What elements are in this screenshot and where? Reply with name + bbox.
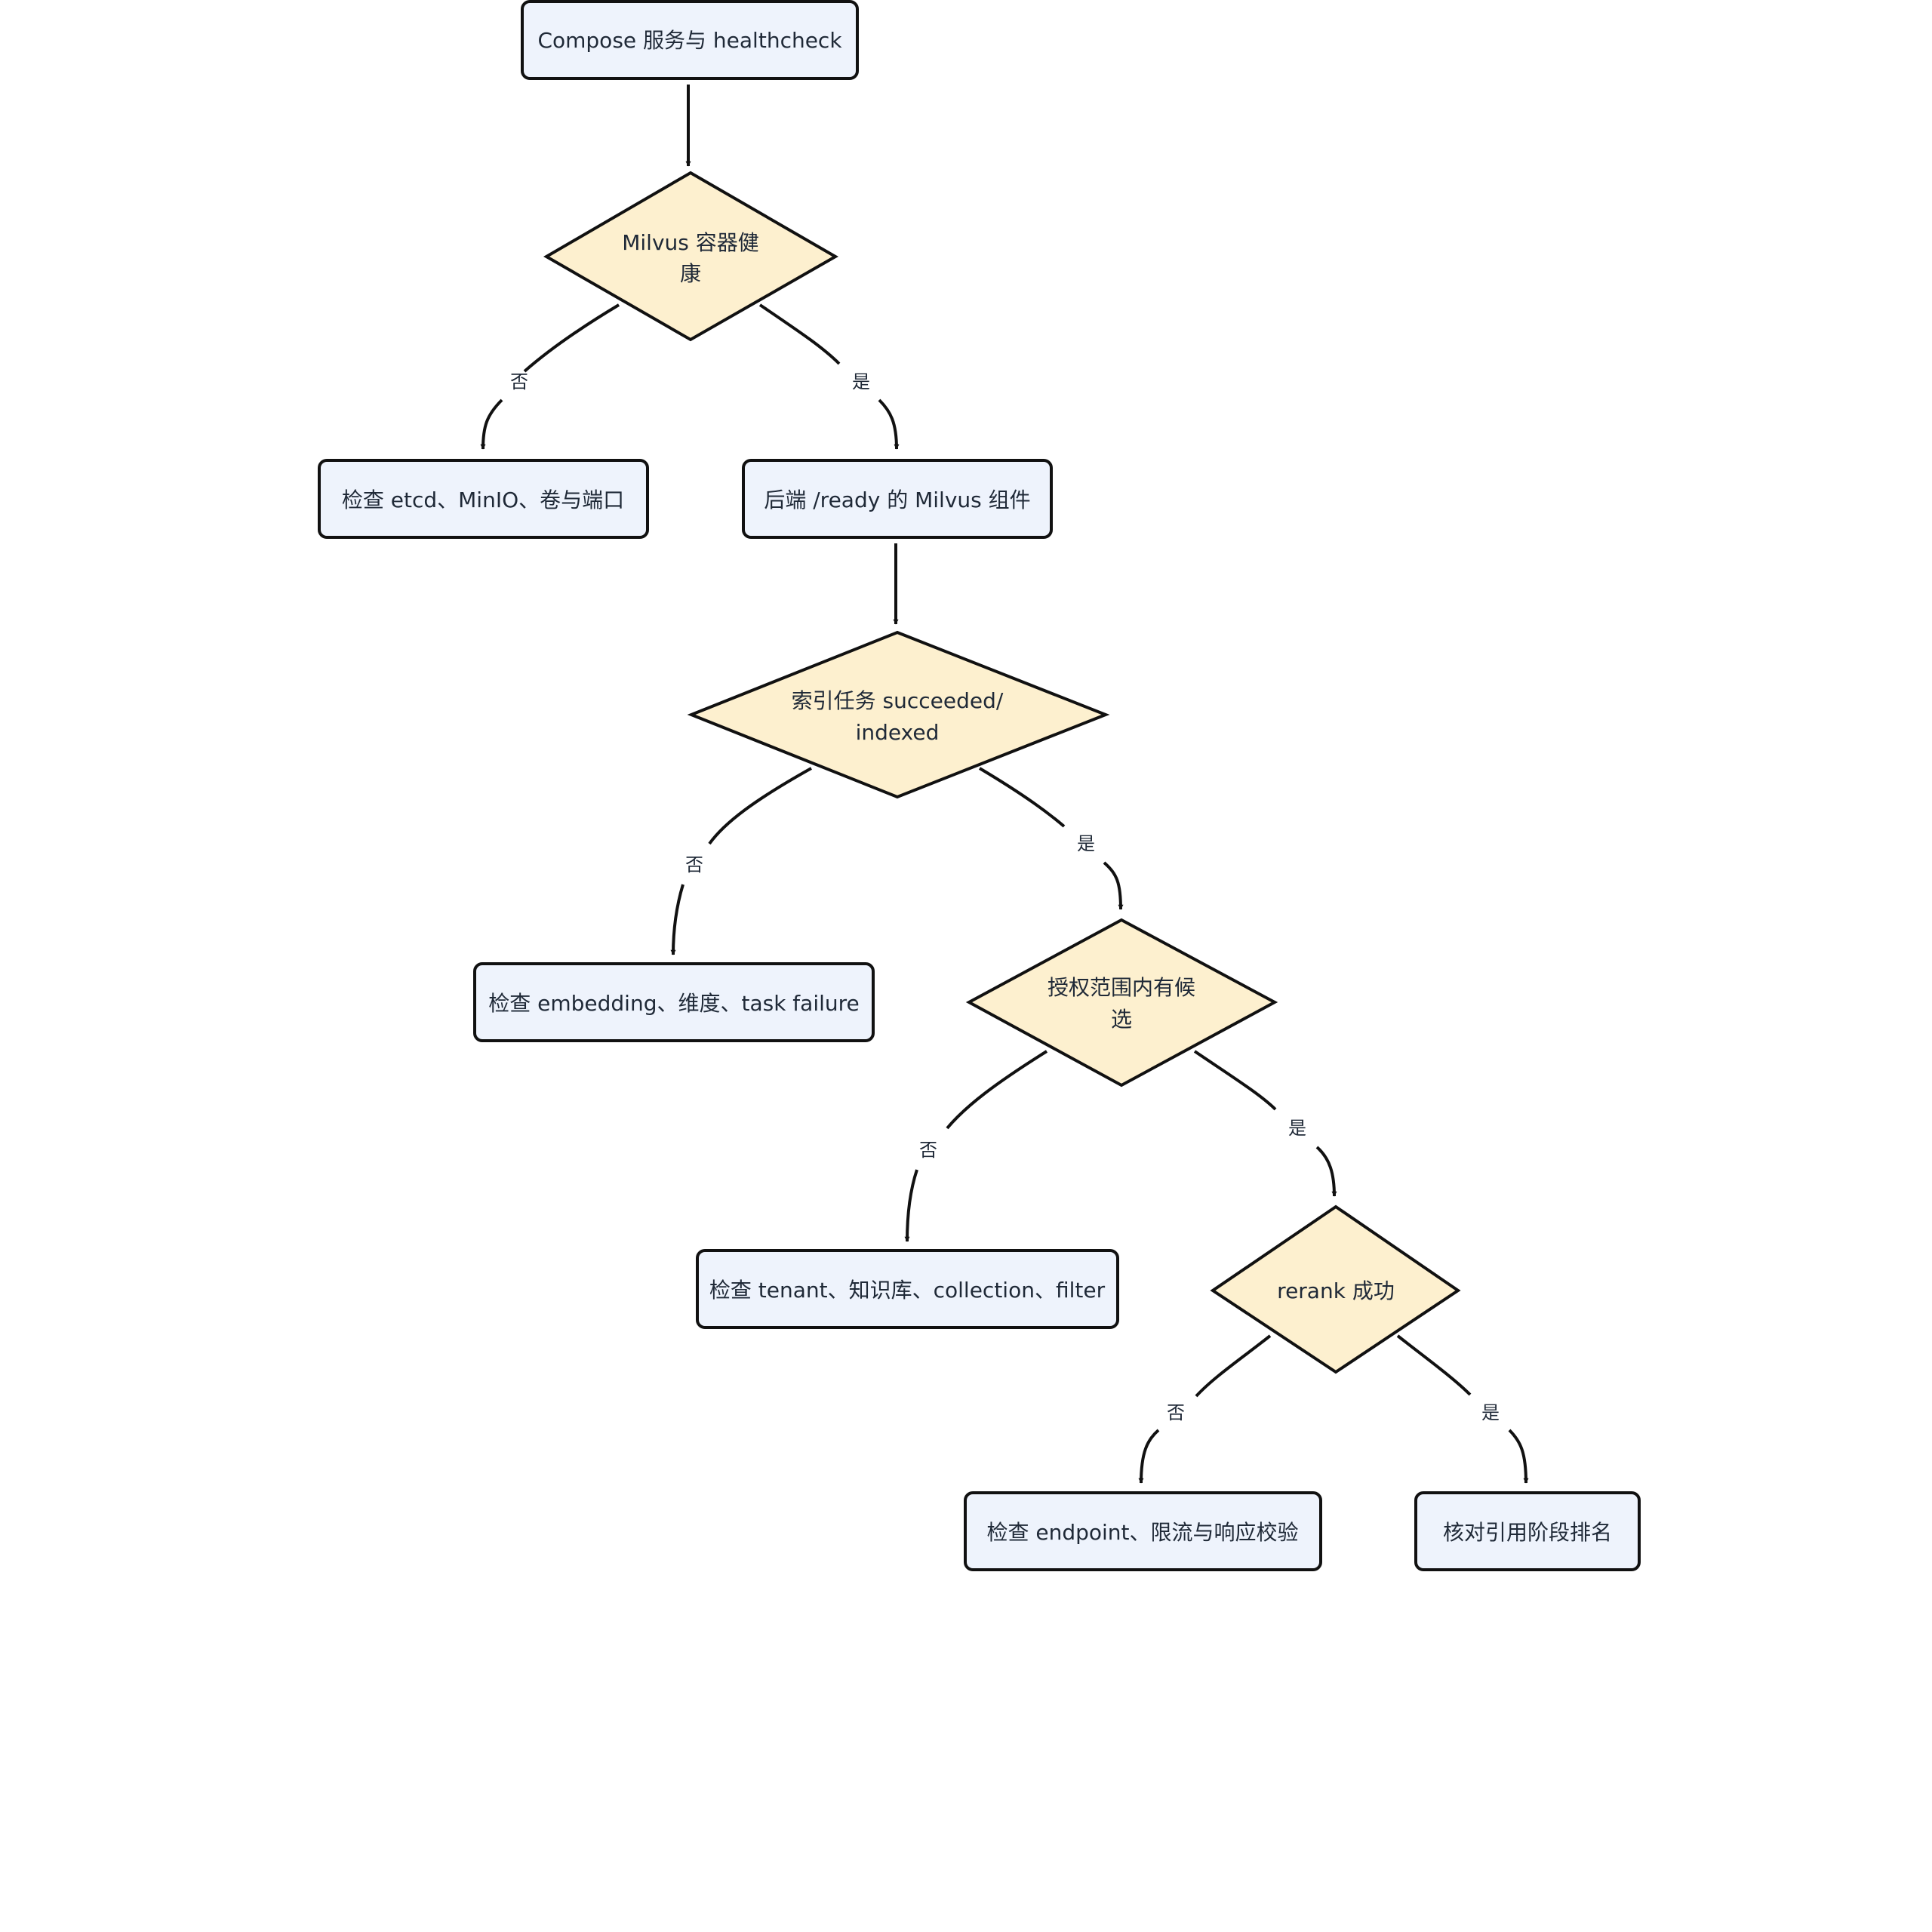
edge-label-milvus-no: 否 <box>510 371 528 392</box>
node-candidates-label-1: 授权范围内有候 <box>1048 975 1195 1000</box>
edge-index-no <box>673 767 812 955</box>
node-check-tenant[interactable]: 检查 tenant、知识库、collection、filter <box>696 1249 1119 1329</box>
node-check-etcd-label: 检查 etcd、MinIO、卷与端口 <box>342 488 624 512</box>
node-ready[interactable]: 后端 /ready 的 Milvus 组件 <box>742 459 1053 539</box>
edge-rerank-yes <box>1396 1334 1526 1483</box>
edge-label-index-no: 否 <box>685 854 703 875</box>
edge-label-candidates-yes: 是 <box>1288 1118 1306 1139</box>
node-milvus-healthy[interactable]: Milvus 容器健 康 <box>543 171 839 342</box>
edge-label-milvus-yes: 是 <box>852 371 870 392</box>
edge-label-rerank-yes: 是 <box>1481 1402 1500 1423</box>
node-compose-label: Compose 服务与 healthcheck <box>537 28 842 53</box>
node-candidates-label-2: 选 <box>1111 1007 1132 1032</box>
edge-label-rerank-no: 否 <box>1167 1402 1185 1423</box>
node-check-tenant-label: 检查 tenant、知识库、collection、filter <box>709 1278 1106 1303</box>
edge-index-yes <box>978 767 1121 909</box>
edge-candidates-yes <box>1193 1050 1334 1196</box>
edge-labels: 否 是 否 是 否 是 否 是 <box>510 371 1500 1423</box>
edge-candidates-no <box>907 1050 1048 1241</box>
node-index-task-label-2: indexed <box>856 720 940 745</box>
edge-label-index-yes: 是 <box>1077 833 1095 854</box>
edge-milvus-yes <box>758 303 897 449</box>
node-candidates[interactable]: 授权范围内有候 选 <box>965 918 1278 1088</box>
node-index-task-label-1: 索引任务 succeeded/ <box>792 688 1004 713</box>
node-milvus-healthy-label-2: 康 <box>680 261 701 286</box>
node-ready-label: 后端 /ready 的 Milvus 组件 <box>764 488 1030 512</box>
edges <box>483 85 1526 1483</box>
edge-label-candidates-no: 否 <box>919 1140 937 1161</box>
node-check-endpoint[interactable]: 检查 endpoint、限流与响应校验 <box>964 1491 1322 1571</box>
node-check-endpoint-label: 检查 endpoint、限流与响应校验 <box>986 1520 1298 1545</box>
node-rerank[interactable]: rerank 成功 <box>1210 1204 1461 1374</box>
edge-milvus-no <box>483 303 620 449</box>
node-check-embedding[interactable]: 检查 embedding、维度、task failure <box>473 962 875 1042</box>
node-verify-rank-label: 核对引用阶段排名 <box>1443 1520 1612 1545</box>
node-rerank-label: rerank 成功 <box>1277 1278 1395 1303</box>
node-index-task[interactable]: 索引任务 succeeded/ indexed <box>687 630 1110 799</box>
node-milvus-healthy-label-1: Milvus 容器健 <box>622 230 759 255</box>
node-verify-rank[interactable]: 核对引用阶段排名 <box>1414 1491 1641 1571</box>
node-check-etcd[interactable]: 检查 etcd、MinIO、卷与端口 <box>318 459 649 539</box>
edge-rerank-no <box>1141 1334 1272 1483</box>
node-check-embedding-label: 检查 embedding、维度、task failure <box>488 991 860 1016</box>
node-compose[interactable]: Compose 服务与 healthcheck <box>521 0 859 80</box>
